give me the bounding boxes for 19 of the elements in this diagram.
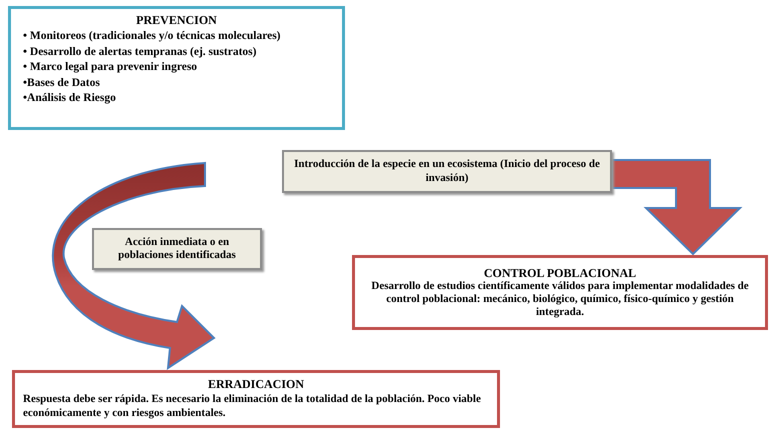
text: • Desarrollo de alertas tempranas (ej. sustratos) [23,44,258,60]
heading: CONTROL POBLACIONAL [482,266,638,280]
process-box [92,228,262,270]
text: • Monitoreos (tradicionales y/o técnicas moleculares) [23,29,282,44]
process-box [282,150,612,193]
text: •Análisis de Riesgo [23,91,117,106]
text: • Marco legal para prevenir ingreso [23,60,198,76]
text-box [352,255,768,330]
heading: PREVENCION [135,13,218,28]
text: •Bases de Datos [23,76,101,91]
text: Respuesta debe ser rápida. Es necesario la eliminación de la totalidad de la población. Poco viable económicamente y con riesgos ambientales. [23,393,482,420]
block-arrow [52,162,215,369]
text-box [12,370,500,428]
heading: ERRADICACION [206,377,305,392]
text: Acción inmediata o en poblaciones identificadas [117,236,237,262]
text: Desarrollo de estudios científicamente válidos para implementar modalidades de control poblacional: mecánico, biológico, químico, físico-químico y gestión integrada. [370,280,750,320]
text: Introducción de la especie en un ecosistema (Inicio del proceso de invasión) [293,158,601,185]
text-box [8,6,345,130]
block-arrow [611,159,742,256]
